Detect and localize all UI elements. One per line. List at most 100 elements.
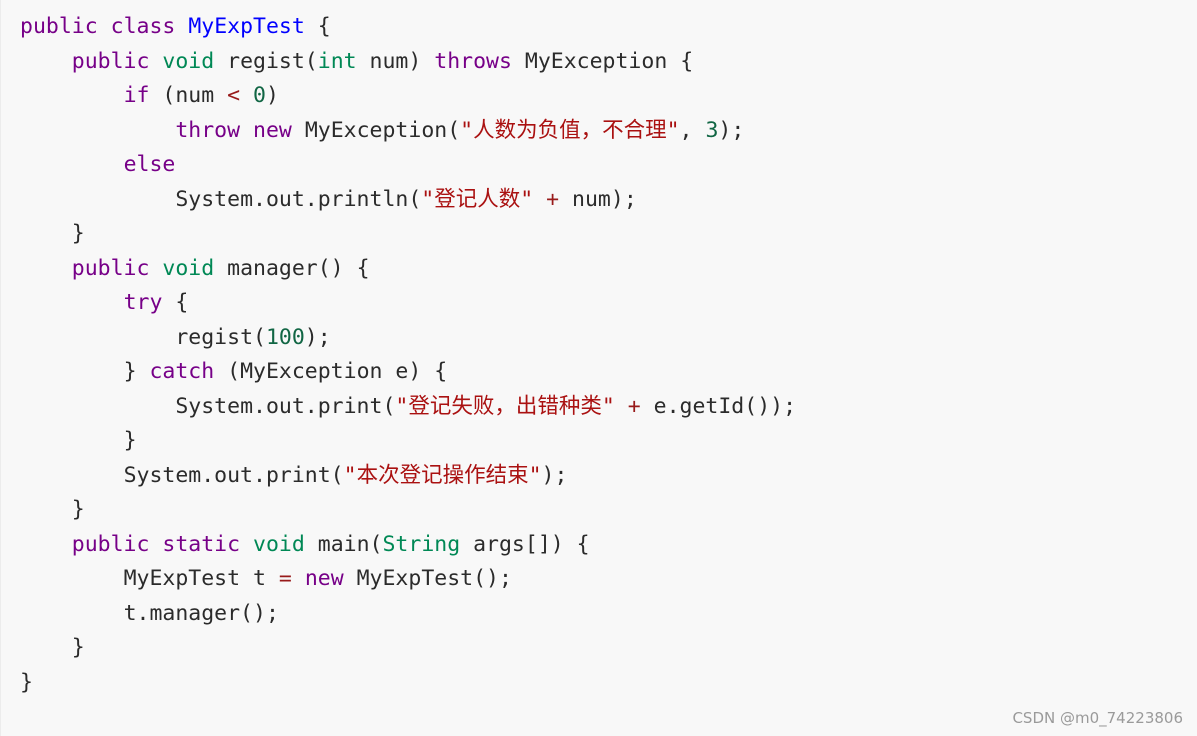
code-token: } (71, 497, 85, 522)
code-token: MyException { (511, 48, 694, 74)
code-token: 0 (253, 83, 266, 108)
code-line: public class MyExpTest { (20, 10, 1197, 45)
code-line: } (20, 631, 1197, 666)
code-token (240, 532, 253, 557)
code-token: num); (559, 186, 637, 212)
code-token: ); (304, 324, 331, 350)
code-token: (num (149, 83, 228, 108)
code-lines: public class MyExpTest { public void reg… (20, 10, 1197, 700)
code-token: regist( (175, 324, 266, 350)
code-token: ); (718, 117, 745, 143)
indent (20, 221, 72, 246)
code-token: , (679, 117, 706, 143)
code-line: MyExpTest t = new MyExpTest(); (20, 562, 1197, 597)
watermark: CSDN @m0_74223806 (1012, 709, 1183, 727)
indent (20, 497, 72, 522)
indent (20, 49, 72, 74)
code-token (240, 118, 253, 143)
code-token: } (123, 359, 150, 384)
code-line: } catch (MyException e) { (20, 355, 1197, 390)
code-token: MyExpTest (188, 14, 305, 39)
code-token: class (110, 14, 176, 39)
code-line: regist(100); (20, 321, 1197, 356)
code-token: public (71, 531, 150, 557)
code-token: MyExpTest(); (343, 566, 512, 591)
code-token: + (627, 393, 641, 419)
code-token: void (162, 255, 215, 281)
code-token (533, 187, 546, 212)
code-token: try (123, 290, 163, 315)
code-line: System.out.println("登记人数" + num); (20, 183, 1197, 218)
code-token: < (227, 83, 241, 108)
code-token: String (382, 531, 461, 557)
indent (20, 463, 124, 488)
code-token (292, 566, 305, 591)
code-token: MyExpTest t (123, 566, 279, 591)
code-token: void (253, 531, 305, 557)
code-token (240, 83, 253, 108)
code-token (149, 49, 162, 74)
code-token: "登记人数" (421, 186, 534, 212)
code-line: System.out.print("本次登记操作结束"); (20, 459, 1197, 494)
code-token: int (317, 48, 357, 74)
indent (20, 290, 124, 315)
code-token: void (162, 48, 215, 74)
code-token: throw (175, 117, 241, 143)
indent (20, 601, 124, 626)
indent (20, 83, 124, 108)
code-line: if (num < 0) (20, 79, 1197, 114)
code-token: ) (265, 83, 279, 108)
indent (20, 635, 72, 660)
code-token: regist( (214, 48, 318, 74)
code-token: public (71, 255, 150, 281)
code-token (98, 14, 111, 39)
code-token: else (123, 152, 176, 177)
code-token: throws (434, 48, 512, 74)
code-token (175, 14, 188, 39)
code-line: } (20, 424, 1197, 459)
indent (20, 152, 124, 177)
indent (20, 256, 72, 281)
code-token: (MyException e) { (214, 359, 448, 384)
code-token: } (71, 635, 85, 660)
code-token: new (304, 566, 344, 591)
code-token: + (546, 186, 560, 212)
indent (20, 428, 124, 453)
code-token: num) (356, 48, 435, 74)
code-line: public void regist(int num) throws MyExc… (20, 45, 1197, 80)
code-token: if (123, 83, 150, 108)
code-token: catch (149, 359, 215, 384)
code-token: 3 (705, 117, 719, 143)
code-token: } (20, 669, 33, 695)
code-line: throw new MyException("人数为负值，不合理", 3); (20, 114, 1197, 149)
code-token: System.out.print( (175, 393, 396, 419)
code-token: ); (541, 462, 568, 488)
code-token: public (71, 48, 150, 74)
code-token: args[]) { (460, 531, 590, 557)
code-line: } (20, 666, 1197, 701)
code-token: t.manager(); (123, 600, 279, 626)
code-token: main( (304, 531, 383, 557)
code-token: { (304, 14, 331, 39)
code-line: else (20, 148, 1197, 183)
indent (20, 394, 175, 419)
code-line: public void manager() { (20, 252, 1197, 287)
code-line: System.out.print("登记失败，出错种类" + e.getId()… (20, 390, 1197, 425)
code-token: public (20, 14, 98, 39)
code-token: static (162, 531, 241, 557)
indent (20, 187, 175, 212)
code-token: } (123, 428, 137, 453)
code-token: { (162, 290, 189, 315)
indent (20, 566, 124, 591)
code-token (149, 532, 162, 557)
code-token: MyException( (291, 117, 461, 143)
code-token: 100 (265, 324, 305, 350)
code-token: "人数为负值，不合理" (460, 117, 680, 143)
indent (20, 359, 124, 384)
code-token: new (253, 117, 292, 143)
code-token: System.out.print( (123, 462, 344, 488)
code-line: } (20, 217, 1197, 252)
code-token: e.getId()); (640, 393, 797, 419)
code-line: } (20, 493, 1197, 528)
